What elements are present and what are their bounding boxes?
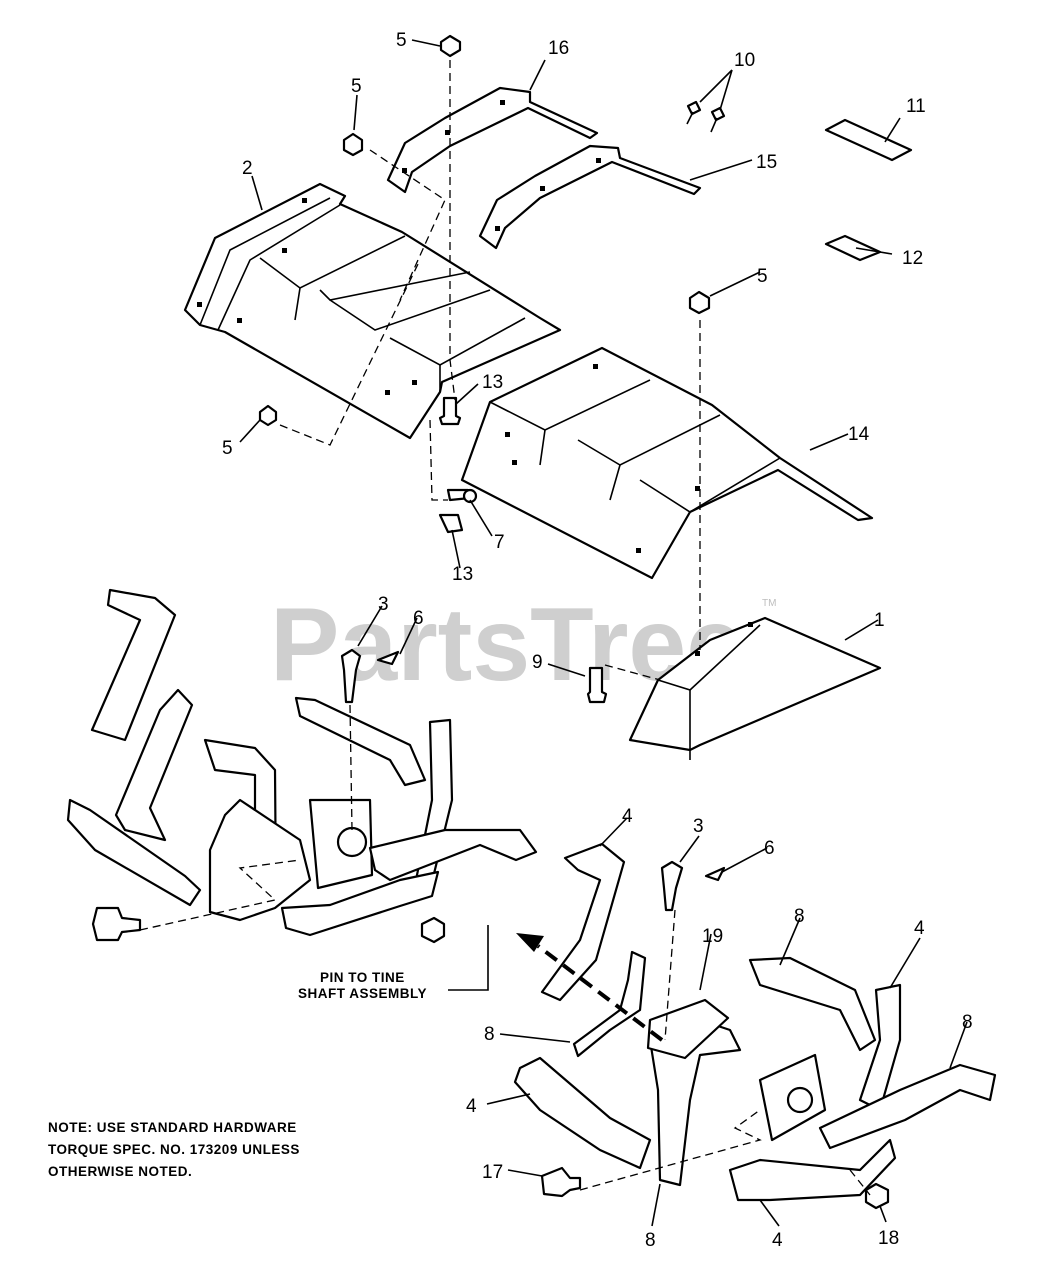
nut-5b	[342, 132, 364, 157]
washer-7	[446, 488, 478, 504]
part-15-bracket	[478, 144, 702, 250]
callout-3: 3	[378, 594, 389, 615]
pin-arrow	[516, 933, 664, 1042]
callout-4: 4	[622, 806, 633, 827]
note-line-2: TORQUE SPEC. NO. 173209 UNLESS	[48, 1142, 300, 1157]
callout-labels: 5 16 10 5 11 2 15 12 5 13 5 14 7 13 1 3 …	[222, 30, 973, 1251]
callout-11: 11	[906, 96, 926, 117]
callout-5: 5	[351, 76, 362, 97]
nut-5a	[439, 34, 462, 58]
callout-5: 5	[396, 30, 407, 51]
callout-6: 6	[764, 838, 775, 859]
callout-13: 13	[482, 372, 503, 393]
part-10-screws	[686, 100, 726, 133]
part-1-shield	[628, 616, 882, 760]
note-line-3: OTHERWISE NOTED.	[48, 1164, 192, 1179]
callout-3: 3	[693, 816, 704, 837]
pin-to-tine-label: PIN TO TINE SHAFT ASSEMBLY	[298, 970, 427, 1001]
part-11-decal	[824, 118, 913, 162]
nut-5d	[258, 404, 278, 427]
callout-4: 4	[914, 918, 925, 939]
callout-15: 15	[756, 152, 777, 173]
part-16-bracket	[386, 86, 599, 194]
part-12-decal	[824, 234, 882, 262]
leader-lines	[239, 39, 968, 1227]
callout-8: 8	[645, 1230, 656, 1251]
callout-8: 8	[484, 1024, 495, 1045]
note-line-1: NOTE: USE STANDARD HARDWARE	[48, 1120, 297, 1135]
pin-label-line-1: PIN TO TINE	[320, 970, 405, 985]
callout-8: 8	[962, 1012, 973, 1033]
callout-18: 18	[878, 1228, 899, 1249]
callout-19: 19	[702, 926, 723, 947]
callout-5: 5	[222, 438, 233, 459]
bolt-13b	[438, 513, 464, 534]
callout-1: 1	[874, 610, 885, 631]
part-14-hood	[460, 346, 874, 580]
callout-14: 14	[848, 424, 870, 445]
bolt-9	[586, 666, 608, 704]
part-2-hood	[183, 182, 562, 440]
callout-16: 16	[548, 38, 569, 59]
right-tine-assembly	[513, 842, 997, 1210]
callout-12: 12	[902, 248, 923, 269]
bolt-13a	[438, 396, 462, 426]
callout-7: 7	[494, 532, 505, 553]
watermark-tm: TM	[762, 598, 776, 609]
assembly-lines	[139, 60, 871, 1196]
callout-2: 2	[242, 158, 253, 179]
left-tine-assembly	[66, 588, 538, 944]
callout-6: 6	[413, 608, 424, 629]
callout-9: 9	[532, 652, 543, 673]
hardware-note: NOTE: USE STANDARD HARDWARE TORQUE SPEC.…	[48, 1120, 300, 1179]
callout-13: 13	[452, 564, 473, 585]
callout-17: 17	[482, 1162, 503, 1183]
callout-5: 5	[757, 266, 768, 287]
callout-4: 4	[772, 1230, 783, 1251]
callout-4: 4	[466, 1096, 477, 1117]
nut-5c	[688, 290, 711, 315]
callout-8: 8	[794, 906, 805, 927]
pin-label-line-2: SHAFT ASSEMBLY	[298, 986, 427, 1001]
callout-10: 10	[734, 50, 755, 71]
